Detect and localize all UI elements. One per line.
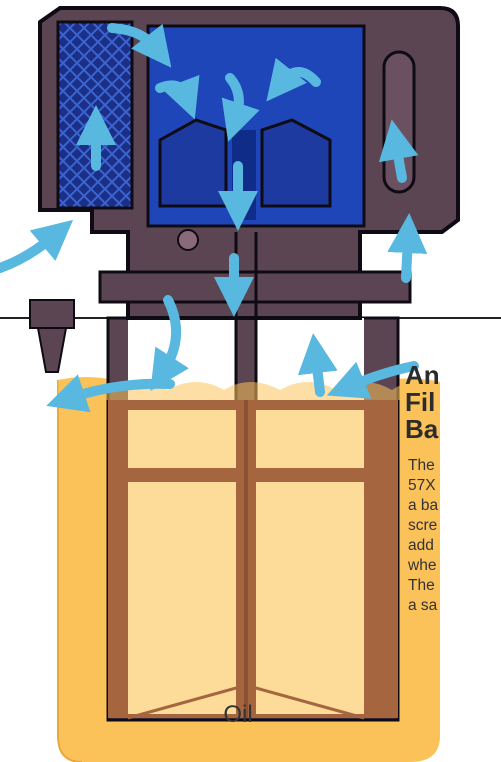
oil-label: Oil xyxy=(198,701,278,729)
body-line: a sa xyxy=(408,596,501,616)
filter-element xyxy=(58,22,132,208)
body-line: a ba xyxy=(408,496,501,516)
title-line: An xyxy=(405,362,501,389)
arrow-tube-right-up xyxy=(316,358,320,392)
title-line: Fil xyxy=(405,389,501,416)
body-line: add xyxy=(408,536,501,556)
body-line: scre xyxy=(408,516,501,536)
arrow-intake-left xyxy=(0,236,54,268)
body-line: whe xyxy=(408,556,501,576)
arrow-right-up xyxy=(396,144,402,178)
section-title: An Fil Ba xyxy=(405,362,501,443)
body-line: 57X xyxy=(408,476,501,496)
body-line: The xyxy=(408,576,501,596)
section-body: The 57X a ba scre add whe The a sa xyxy=(408,456,501,616)
arrow-right-lower-up xyxy=(406,238,408,278)
mount-screw xyxy=(30,300,74,372)
title-line: Ba xyxy=(405,416,501,443)
body-line: The xyxy=(408,456,501,476)
submerged-tube xyxy=(108,400,398,718)
